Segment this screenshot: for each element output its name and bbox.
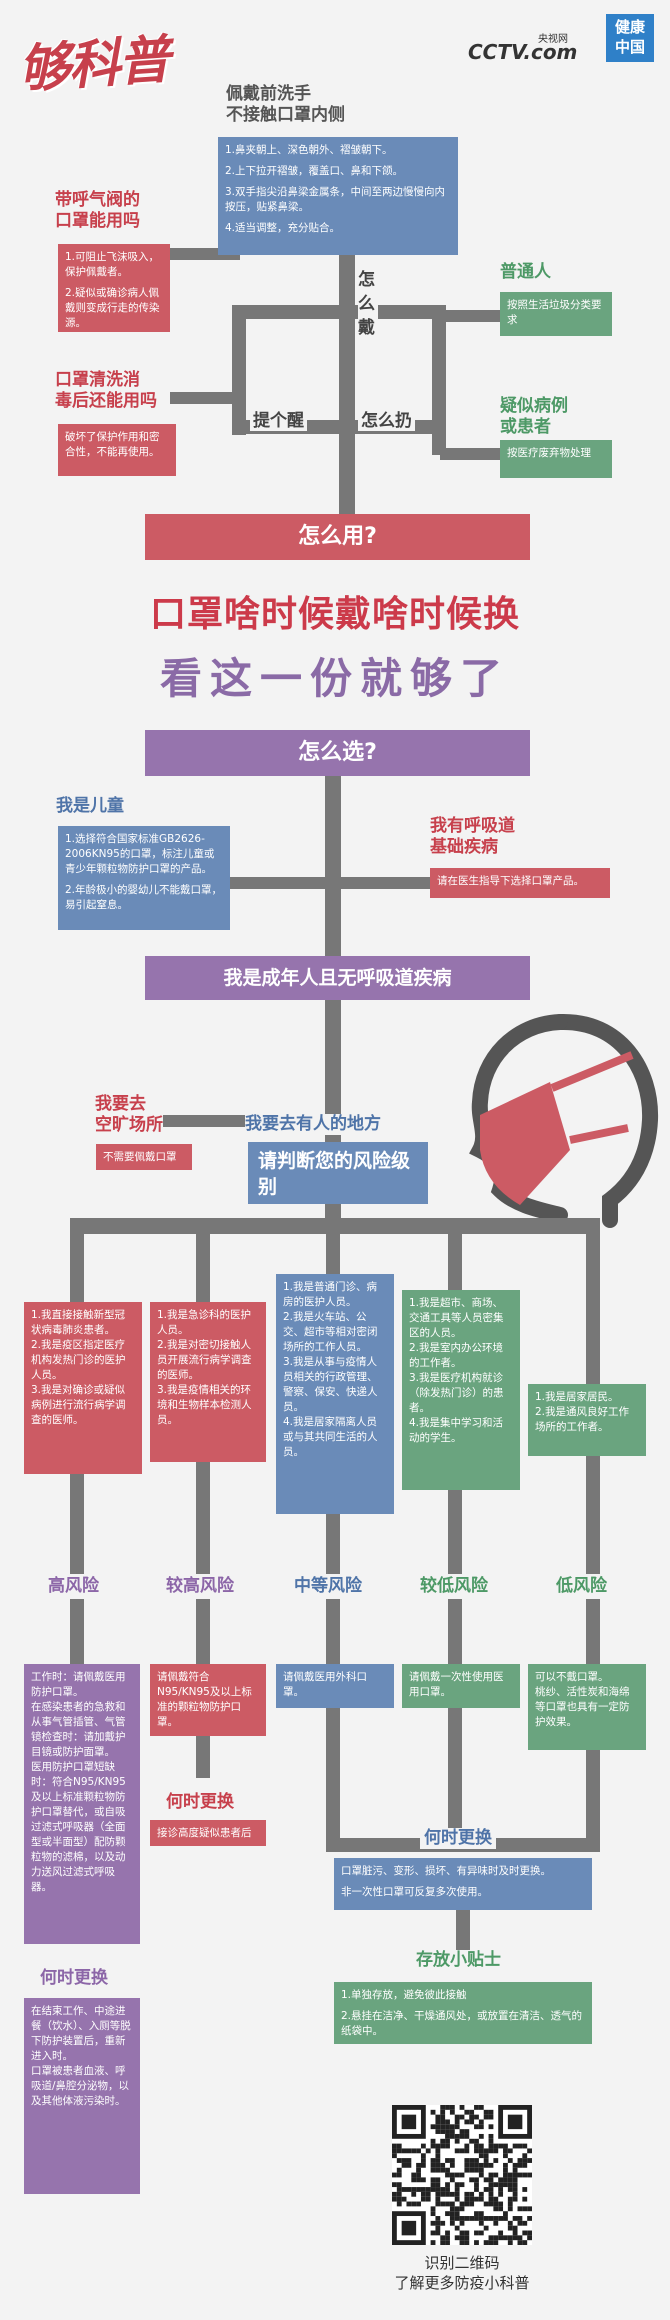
- storage-connector: [456, 1910, 470, 1954]
- risk-box-low: 1.我是居家居民。 2.我是通风良好工作场所的工作者。: [528, 1384, 646, 1456]
- how-choose-band: 怎么选?: [145, 730, 530, 776]
- valve-point: 2.疑似或确诊病人佩戴则变成行走的传染源。: [65, 287, 160, 329]
- risk-box-medium: 1.我是普通门诊、病房的医护人员。 2.我是火车站、公交、超市等相对密闭场所的工…: [276, 1274, 394, 1514]
- child-box: 1.选择符合国家标准GB2626-2006KN95的口罩，标注儿童或青少年颗粒物…: [58, 826, 230, 930]
- child-point: 1.选择符合国家标准GB2626-2006KN95的口罩，标注儿童或青少年颗粒物…: [65, 833, 215, 875]
- risk-level-low: 低风险: [556, 1574, 607, 1599]
- risk-level-medium: 中等风险: [294, 1574, 362, 1599]
- suspected-connector: [440, 448, 500, 460]
- low-mid-mask-box: 请佩戴一次性使用医用口罩。: [402, 1664, 520, 1708]
- risk-box-low-mid: 1.我是超市、商场、交通工具等人员密集区的人员。 2.我是室内办公环境的工作者。…: [402, 1290, 520, 1490]
- crowd-title: 我要去有人的地方: [245, 1114, 381, 1135]
- child-title: 我是儿童: [56, 796, 124, 816]
- health-china-badge: 健康中国: [606, 14, 654, 62]
- resp-title: 我有呼吸道 基础疾病: [430, 816, 515, 857]
- how-wear-steps: 1.鼻夹朝上、深色朝外、褶皱朝下。 2.上下拉开褶皱，覆盖口、鼻和下颌。 3.双…: [218, 137, 458, 255]
- common-when-item: 口罩脏污、变形、损坏、有异味时及时更换。: [341, 1865, 551, 1877]
- medium-mask-box: 请佩戴医用外科口罩。: [276, 1664, 394, 1708]
- risk-box-high: 1.我直接接触新型冠状病毒肺炎患者。 2.我是疫区指定医疗机构发热门诊的医护人员…: [24, 1302, 142, 1474]
- qr-caption-2: 了解更多防疫小科普: [394, 2274, 530, 2292]
- main-title-2: 看这一份就够了: [159, 654, 510, 703]
- left-branch-h: [232, 305, 352, 319]
- wash-connector: [170, 392, 240, 404]
- common-when-item: 非一次性口罩可反复多次使用。: [341, 1886, 488, 1898]
- high-when-box: 在结束工作、中途进餐（饮水）、入厕等脱下防护装置后，重新进入时。 口罩被患者血液…: [24, 1998, 140, 2194]
- mid-high-mask-box: 请佩戴符合N95/KN95及以上标准的颗粒物防护口罩。: [150, 1664, 266, 1736]
- cctv-logo: 央视网 CCTV.com: [468, 30, 588, 70]
- child-connector: [230, 877, 340, 889]
- mask-strap-top: [550, 1051, 634, 1092]
- mask-strap-bottom: [569, 1124, 629, 1144]
- mid-high-when-box: 接诊高度疑似患者后: [150, 1820, 266, 1846]
- suspected-title: 疑似病例 或患者: [500, 396, 568, 437]
- risk-level-low-mid: 较低风险: [420, 1574, 488, 1599]
- crowd-box: 请判断您的风险级别: [248, 1142, 428, 1204]
- risk-level-high: 高风险: [48, 1574, 99, 1599]
- high-when-title: 何时更换: [40, 1968, 108, 1989]
- wear-step: 1.鼻夹朝上、深色朝外、褶皱朝下。: [225, 144, 393, 156]
- qr-caption-1: 识别二维码: [424, 2254, 500, 2272]
- wear-step: 3.双手指尖沿鼻梁金属条，中间至两边慢慢向内按压，贴紧鼻梁。: [225, 186, 446, 213]
- mask-head-illustration: [469, 1013, 659, 1228]
- child-point: 2.年龄极小的婴幼儿不能戴口罩，易引起窒息。: [65, 884, 223, 911]
- storage-item: 2.悬挂在洁净、干燥通风处，或放置在清洁、透气的纸袋中。: [341, 2010, 583, 2037]
- ordinary-title: 普通人: [500, 262, 551, 282]
- wear-step: 2.上下拉开褶皱，覆盖口、鼻和下颌。: [225, 165, 404, 177]
- mid-high-when-title: 何时更换: [166, 1792, 234, 1813]
- open-area-title: 我要去 空旷场所: [95, 1094, 163, 1136]
- how-use-band: 怎么用?: [145, 514, 530, 560]
- suspected-box: 按医疗废弃物处理: [500, 440, 612, 478]
- how-wear-label: 怎么戴: [358, 268, 378, 340]
- mask-shape: [480, 1082, 570, 1205]
- kepu-logo: 够科普: [16, 22, 178, 117]
- cctv-text: CCTV.com: [468, 40, 578, 64]
- valve-point: 1.可阻止飞沫吸入，保护佩戴者。: [65, 251, 160, 278]
- high-mask-box: 工作时：请佩戴医用防护口罩。 在感染患者的急救和从事气管插管、气管镜检查时：请加…: [24, 1664, 140, 1944]
- storage-item: 1.单独存放，避免彼此接触: [341, 1989, 467, 2001]
- wear-step: 4.适当调整，充分贴合。: [225, 222, 341, 234]
- resp-connector: [330, 877, 430, 889]
- how-wear-title: 佩戴前洗手 不接触口罩内侧: [226, 84, 345, 125]
- resp-box: 请在医生指导下选择口罩产品。: [430, 868, 610, 898]
- ordinary-connector: [440, 310, 500, 322]
- wash-box: 破坏了保护作用和密合性，不能再使用。: [58, 424, 176, 476]
- discard-label: 怎么扔: [358, 406, 415, 431]
- main-title-1: 口罩啥时候戴啥时候换: [149, 594, 520, 635]
- qr-code[interactable]: [392, 2105, 532, 2245]
- common-when-box: 口罩脏污、变形、损坏、有异味时及时更换。 非一次性口罩可反复多次使用。: [334, 1858, 592, 1910]
- adult-band: 我是成年人且无呼吸道疾病: [145, 956, 530, 1000]
- head-outline: [552, 1013, 659, 1228]
- cctv-cn-text: 央视网: [538, 34, 568, 45]
- right-branch-v: [432, 305, 446, 455]
- risk-level-mid-high: 较高风险: [166, 1574, 234, 1599]
- top-trunk-line: [339, 215, 355, 515]
- logo-title: 够科普: [16, 30, 171, 101]
- ordinary-box: 按照生活垃圾分类要求: [500, 292, 612, 336]
- common-when-title: 何时更换: [420, 1828, 496, 1849]
- open-area-box: 不需要佩戴口罩: [96, 1144, 192, 1170]
- valve-title: 带呼气阀的 口罩能用吗: [55, 190, 140, 231]
- storage-title: 存放小贴士: [412, 1950, 505, 1971]
- valve-box: 1.可阻止飞沫吸入，保护佩戴者。 2.疑似或确诊病人佩戴则变成行走的传染源。: [58, 244, 170, 332]
- wash-title: 口罩清洗消 毒后还能用吗: [55, 370, 157, 411]
- storage-box: 1.单独存放，避免彼此接触 2.悬挂在洁净、干燥通风处，或放置在清洁、透气的纸袋…: [334, 1982, 592, 2044]
- reminder-label: 提个醒: [250, 406, 307, 431]
- risk-box-mid-high: 1.我是急诊科的医护人员。 2.我是对密切接触人员开展流行病学调查的医师。 3.…: [150, 1302, 266, 1462]
- low-mask-box: 可以不戴口罩。 桃纱、活性炭和海绵等口罩也具有一定防护效果。: [528, 1664, 646, 1750]
- left-branch-v: [232, 305, 246, 435]
